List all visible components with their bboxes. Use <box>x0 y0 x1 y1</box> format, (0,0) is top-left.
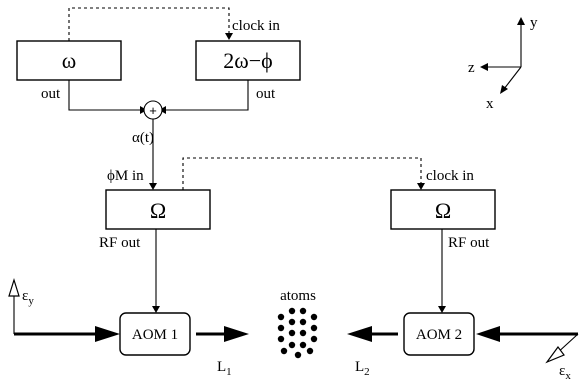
clock-in-top-label: clock in <box>232 18 280 34</box>
atom <box>299 341 307 349</box>
atom <box>277 324 285 332</box>
mixer-plus-symbol: + <box>149 103 157 118</box>
rf-out-left-label: RF out <box>99 235 141 251</box>
epsilon-x-arrowhead <box>545 345 565 364</box>
atom-cloud <box>277 307 318 359</box>
atom <box>288 318 296 326</box>
top-clock-arrowhead <box>225 33 233 40</box>
aom-2: AOM 2 <box>403 312 475 356</box>
atom <box>277 313 285 321</box>
y-axis-arrowhead <box>517 17 525 25</box>
rf-source-left: Ω <box>105 189 211 230</box>
aom-1: AOM 1 <box>119 312 191 356</box>
two-omega-to-mixer-wire <box>166 80 249 111</box>
atom <box>306 347 314 355</box>
summing-mixer: + <box>143 100 163 120</box>
clock-in-rf-label: clock in <box>426 168 474 184</box>
x-axis-line <box>503 66 522 90</box>
z-axis-label: z <box>468 60 475 76</box>
omega-oscillator: ω <box>16 40 122 81</box>
rf-clock-line <box>182 157 422 190</box>
y-axis-label: y <box>530 15 538 31</box>
z-axis-arrowhead <box>480 63 488 71</box>
left-input-arrowhead <box>95 326 120 342</box>
epsilon-x-label: εx <box>559 363 571 382</box>
two-omega-phi-label: 2ω−ϕ <box>223 48 272 73</box>
beam-l2-label: L2 <box>355 359 370 378</box>
epsilon-y-arrowhead <box>8 277 20 297</box>
rf-source-left-label: Ω <box>150 198 166 223</box>
right-input-arrowhead <box>476 326 500 342</box>
phase-mod-in-label: ϕM in <box>107 168 144 184</box>
aom2-input-arrowhead <box>438 306 446 313</box>
beam-l1-label: L1 <box>217 359 232 378</box>
atom <box>310 335 318 343</box>
atom <box>310 324 318 332</box>
atom <box>288 307 296 315</box>
omega-to-mixer-wire <box>68 80 140 111</box>
coordinate-axes: y z x <box>468 15 538 112</box>
rf-source-right: Ω <box>390 189 496 230</box>
out-left-label: out <box>41 86 61 102</box>
atom <box>299 318 307 326</box>
beam-l1-arrowhead <box>224 326 249 342</box>
x-axis-arrowhead <box>500 85 508 94</box>
two-omega-minus-phi-oscillator: 2ω−ϕ <box>195 40 301 81</box>
omega-label: ω <box>62 48 76 73</box>
rf-clock-arrowhead <box>417 183 425 190</box>
atom <box>299 307 307 315</box>
atom <box>277 335 285 343</box>
beam-l2-arrowhead <box>347 326 372 342</box>
atom <box>288 341 296 349</box>
top-clock-line <box>68 7 230 41</box>
atom <box>294 351 302 359</box>
atom <box>299 329 307 337</box>
atom <box>310 313 318 321</box>
phase-mod-arrowhead <box>149 183 157 190</box>
epsilon-y-label: εy <box>22 288 34 307</box>
aom2-label: AOM 2 <box>416 327 462 343</box>
atom <box>288 329 296 337</box>
atoms-label: atoms <box>280 288 316 304</box>
alpha-t-label: α(t) <box>132 130 154 146</box>
x-axis-label: x <box>486 96 494 112</box>
atom <box>280 347 288 355</box>
rf-out-right-label: RF out <box>448 235 490 251</box>
aom1-input-arrowhead <box>152 306 160 313</box>
out-right-label: out <box>256 86 276 102</box>
rf-source-right-label: Ω <box>435 198 451 223</box>
aom1-label: AOM 1 <box>132 327 178 343</box>
